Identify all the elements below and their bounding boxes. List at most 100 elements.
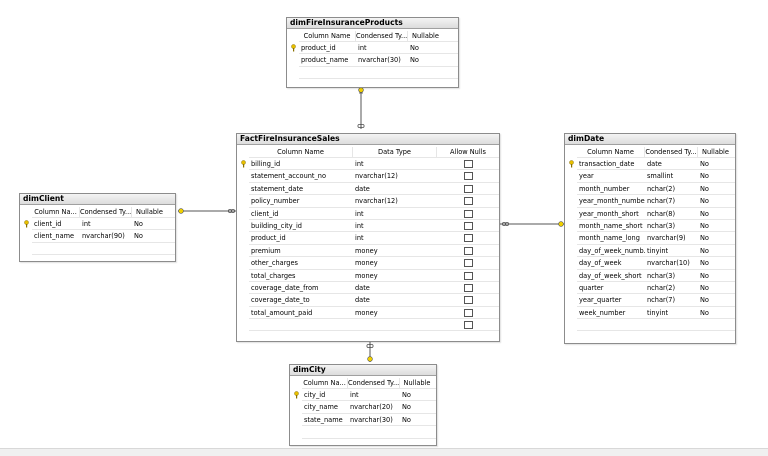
column-name-cell: coverage_date_to (251, 296, 310, 305)
column-nullable-cell: No (134, 220, 143, 228)
column-type-cell: nchar(2) (647, 283, 676, 292)
table-row[interactable]: statement_account_no nvarchar(12) (249, 170, 499, 183)
table-row-empty[interactable] (299, 67, 458, 80)
table-row[interactable]: city_id int No (294, 389, 436, 402)
column-type-cell: money (355, 259, 378, 268)
table-grid: Column Name Condensed Ty... Nullable pro… (291, 31, 458, 80)
table-dimDate[interactable]: dimDate Column Name Condensed Ty... Null… (564, 133, 736, 344)
allow-nulls-checkbox[interactable] (463, 172, 473, 181)
allow-nulls-checkbox[interactable] (463, 197, 473, 206)
column-nullable-cell: No (700, 283, 709, 292)
allow-nulls-checkbox[interactable] (463, 321, 473, 330)
table-row[interactable]: product_name nvarchar(30) No (299, 54, 458, 67)
table-dimCity[interactable]: dimCity Column Na... Condensed Ty... Nul… (289, 364, 437, 446)
table-row[interactable]: client_name nvarchar(90) No (32, 230, 175, 243)
key-endpoint-icon (558, 221, 564, 227)
allow-nulls-checkbox[interactable] (463, 234, 473, 243)
allow-nulls-checkbox[interactable] (463, 283, 473, 292)
column-type-cell: nvarchar(12) (355, 197, 398, 206)
column-name-cell: building_city_id (251, 221, 302, 230)
infinity-endpoint-icon (366, 343, 374, 348)
table-row[interactable]: other_charges money (249, 257, 499, 270)
allow-nulls-cell (437, 158, 499, 169)
column-header: Column Name (577, 147, 645, 157)
column-name-cell: statement_account_no (251, 172, 327, 181)
table-dimFireInsuranceProducts[interactable]: dimFireInsuranceProducts Column Name Con… (286, 17, 459, 88)
allow-nulls-checkbox[interactable] (463, 184, 473, 193)
allow-nulls-checkbox[interactable] (463, 209, 473, 218)
allow-nulls-checkbox[interactable] (463, 221, 473, 230)
table-row[interactable]: product_id int No (291, 42, 458, 55)
allow-nulls-checkbox[interactable] (463, 160, 473, 168)
column-nullable-cell: No (700, 221, 709, 230)
column-nullable-cell: No (410, 56, 419, 65)
table-FactFireInsuranceSales[interactable]: FactFireInsuranceSales Column Name Data … (236, 133, 500, 342)
table-row[interactable]: city_name nvarchar(20) No (302, 401, 436, 414)
allow-nulls-checkbox[interactable] (463, 259, 473, 268)
column-name-cell: policy_number (251, 197, 300, 206)
table-row[interactable]: state_name nvarchar(30) No (302, 414, 436, 427)
allow-nulls-cell (437, 282, 499, 293)
table-row[interactable]: policy_number nvarchar(12) (249, 195, 499, 208)
allow-nulls-checkbox[interactable] (463, 246, 473, 255)
column-type-cell: money (355, 271, 378, 280)
column-header: Column Na... (302, 378, 348, 388)
column-name-cell: year_quarter (579, 296, 622, 305)
column-name-cell: day_of_week_numb... (579, 246, 645, 255)
column-header-row: Column Na... Condensed Ty... Nullable (302, 378, 436, 389)
column-name-cell: transaction_date (579, 160, 635, 168)
column-header-row: Column Na... Condensed Ty... Nullable (32, 207, 175, 218)
allow-nulls-cell (437, 319, 499, 330)
column-type-cell: tinyint (647, 308, 669, 317)
column-type-cell: nvarchar(30) (350, 415, 393, 424)
allow-nulls-checkbox[interactable] (463, 296, 473, 305)
column-header: Condensed Ty... (348, 378, 400, 388)
column-name-cell: total_amount_paid (251, 308, 313, 317)
column-name-cell: other_charges (251, 259, 298, 268)
table-row-empty[interactable] (32, 243, 175, 256)
column-nullable-cell: No (700, 160, 709, 168)
key-endpoint-icon (358, 87, 364, 94)
table-row[interactable]: client_id int No (24, 218, 175, 231)
allow-nulls-checkbox[interactable] (463, 308, 473, 317)
table-dimClient[interactable]: dimClient Column Na... Condensed Ty... N… (19, 193, 176, 262)
column-name-cell: premium (251, 246, 281, 255)
allow-nulls-checkbox[interactable] (463, 271, 473, 280)
column-name-cell: month_number (579, 184, 630, 193)
column-type-cell: nvarchar(12) (355, 172, 398, 181)
table-row-empty[interactable] (302, 426, 436, 439)
table-title: dimCity (290, 365, 436, 376)
allow-nulls-cell (437, 257, 499, 268)
table-row-empty[interactable] (577, 319, 735, 332)
allow-nulls-cell (437, 307, 499, 318)
column-name-cell: client_id (251, 209, 279, 218)
column-type-cell: nchar(7) (647, 296, 676, 305)
column-header: Nullable (136, 208, 163, 216)
table-row[interactable] (249, 319, 499, 332)
column-header-row: Column Name Condensed Ty... Nullable (299, 31, 458, 42)
